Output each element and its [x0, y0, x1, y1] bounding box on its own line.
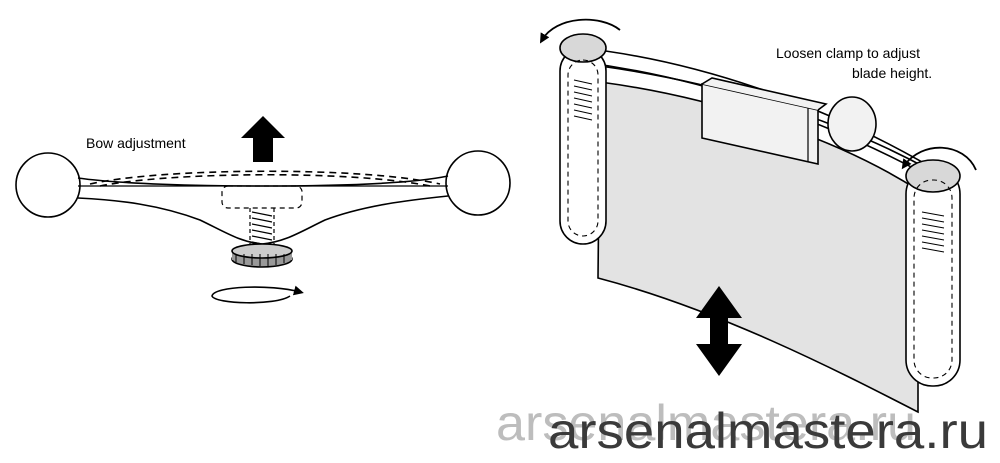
bow-tool-illustration	[15, 150, 511, 268]
up-arrow-icon	[241, 116, 285, 162]
bow-adjustment-label: Bow adjustment	[86, 135, 186, 151]
height-arrow-icon	[696, 286, 742, 376]
right-handle	[905, 159, 961, 387]
scraper-holder-illustration	[559, 33, 961, 414]
watermark-text: arsenalmastera.ru	[548, 403, 988, 458]
rotate-arrow-icon	[211, 285, 304, 304]
clamp-knob	[827, 96, 877, 152]
clamp-label-line1: Loosen clamp to adjust	[776, 45, 920, 61]
left-twist-arrow-icon	[539, 18, 621, 44]
right-twist-arrow-icon	[901, 146, 977, 171]
right-knob	[445, 150, 511, 216]
left-knob	[15, 152, 81, 218]
clamp-pad	[701, 83, 819, 165]
adjustment-screw	[249, 208, 275, 250]
watermark: arsenalmastera.ru arsenalmastera.ru	[496, 395, 988, 459]
watermark-shadow-text: arsenalmastera.ru	[496, 395, 916, 451]
bowed-blade-dashed	[89, 170, 441, 185]
clamp-label-line2: blade height.	[852, 65, 932, 81]
left-handle	[559, 33, 607, 245]
